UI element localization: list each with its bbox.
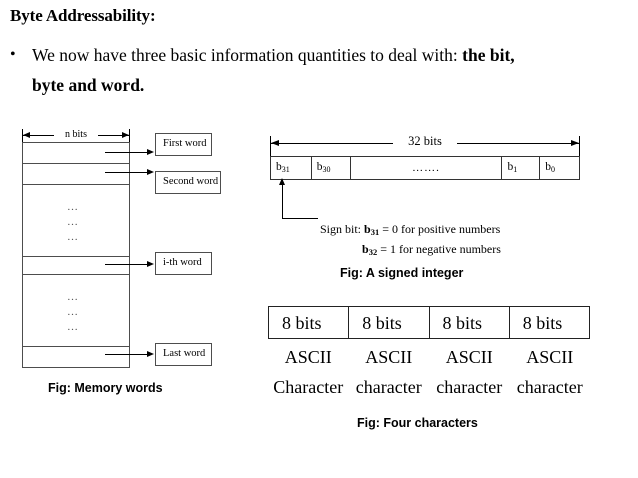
memory-ellipsis-upper: … … …: [67, 200, 79, 245]
memory-grid: … … … … … …: [22, 142, 130, 368]
ascii-label-4: ASCII: [526, 347, 574, 367]
sign-note-line-2: b32 = 1 for negative numbers: [362, 240, 501, 260]
sign-note-prefix: Sign bit:: [320, 222, 365, 236]
arrowhead-first-word-icon: [147, 149, 154, 155]
character-label-3: character: [436, 377, 503, 397]
arrowhead-left-icon: [23, 132, 30, 138]
byte-cell-1: 8 bits: [269, 307, 350, 338]
arrowhead-second-word-icon: [147, 169, 154, 175]
memory-words-figure: n bits … … … … … … First word Second wor…: [0, 118, 250, 408]
bullet-text-normal: We now have three basic information quan…: [32, 45, 463, 65]
pointer-line-second-word: [105, 172, 149, 173]
character-label-row: Character character character character: [268, 374, 590, 400]
bullet-text-bold-2: byte and word.: [32, 75, 145, 95]
sign-note-sub-1: 31: [370, 227, 380, 237]
character-label-1: Character: [273, 377, 344, 397]
bit-cell-subscript: 31: [281, 165, 290, 174]
ellipsis-line: …: [67, 321, 79, 333]
bit-cell-subscript: 30: [322, 165, 331, 174]
memory-divider-5: [23, 346, 129, 347]
ascii-label-2: ASCII: [365, 347, 413, 367]
arrowhead-left-icon: [271, 140, 279, 146]
page-title: Byte Addressability:: [10, 6, 156, 25]
sign-note-var-1: b: [364, 222, 371, 236]
label-second-word: Second word: [155, 171, 221, 194]
bit-cell-label: b: [316, 161, 323, 174]
dimension-tick-right: [129, 129, 130, 142]
dimension-tick-left: [270, 136, 271, 158]
bits-32-dimension-arrow: 32 bits: [270, 133, 580, 158]
ellipsis-line: …: [67, 306, 79, 318]
memory-divider-1: [23, 163, 129, 164]
arrowhead-right-icon: [122, 132, 129, 138]
sign-bit-leader-horizontal: [282, 218, 318, 219]
sign-note-var-2: b: [362, 242, 369, 256]
bit-cell-ellipsis: …….: [351, 157, 503, 179]
dimension-tick-right: [579, 136, 580, 158]
ellipsis-line: …: [67, 201, 79, 213]
arrowhead-right-icon: [571, 140, 579, 146]
ellipsis-line: …: [67, 291, 79, 303]
memory-divider-2: [23, 184, 129, 185]
pointer-line-first-word: [105, 152, 149, 153]
label-first-word: First word: [155, 133, 212, 156]
bit-cell-label: b: [545, 161, 551, 174]
byte-cell-4: 8 bits: [522, 312, 563, 333]
arrowhead-ith-word-icon: [147, 261, 154, 267]
pointer-line-last-word: [105, 354, 149, 355]
n-bits-dimension-arrow: n bits: [22, 128, 130, 143]
bit-cell-subscript: 0: [550, 165, 555, 174]
n-bits-label: n bits: [54, 128, 98, 141]
ellipsis-line: …: [67, 231, 79, 243]
four-characters-figure: 8 bits 8 bits 8 bits 8 bits ASCII ASCII …: [260, 300, 600, 440]
sign-bit-leader-vertical: [282, 192, 283, 218]
dimension-tick-left: [22, 129, 23, 142]
ascii-label-3: ASCII: [445, 347, 493, 367]
bit-cell-subscript: 1: [513, 165, 518, 174]
sign-note-rest-1: = 0 for positive numbers: [379, 222, 501, 236]
ellipsis-line: …: [67, 216, 79, 228]
character-label-2: character: [355, 377, 422, 397]
sign-bit-note: Sign bit: b31 = 0 for positive numbers b…: [320, 220, 501, 260]
sign-note-sub-2: 32: [368, 247, 378, 257]
bits-32-label: 32 bits: [393, 133, 457, 149]
caption-memory-words: Fig: Memory words: [48, 381, 163, 395]
byte-cell-2: 8 bits: [349, 307, 430, 338]
ascii-label-row: ASCII ASCII ASCII ASCII: [268, 344, 590, 370]
sign-bit-arrow-shaft: [282, 180, 283, 200]
label-ith-word: i-th word: [155, 252, 212, 275]
character-label-4: character: [516, 377, 583, 397]
caption-four-characters: Fig: Four characters: [357, 416, 478, 430]
byte-cell-3: 8 bits: [430, 307, 510, 338]
bit-cell-label: b: [507, 161, 514, 174]
memory-divider-4: [23, 274, 129, 275]
memory-ellipsis-lower: … … …: [67, 290, 79, 335]
memory-divider-3: [23, 256, 129, 257]
sign-note-rest-2: = 1 for negative numbers: [377, 242, 501, 256]
byte-field-row: 8 bits 8 bits 8 bits 8 bits: [268, 306, 590, 339]
pointer-line-ith-word: [105, 264, 149, 265]
bullet-list-item: • We now have three basic information qu…: [10, 40, 630, 100]
bit-cell-label: b: [276, 161, 282, 174]
bullet-text: We now have three basic information quan…: [32, 40, 630, 100]
bullet-text-bold-1: the bit,: [462, 45, 515, 65]
label-last-word: Last word: [155, 343, 212, 366]
caption-signed-integer: Fig: A signed integer: [340, 266, 464, 280]
ascii-label-1: ASCII: [284, 347, 332, 367]
bullet-glyph: •: [10, 46, 16, 63]
arrowhead-last-word-icon: [147, 351, 154, 357]
